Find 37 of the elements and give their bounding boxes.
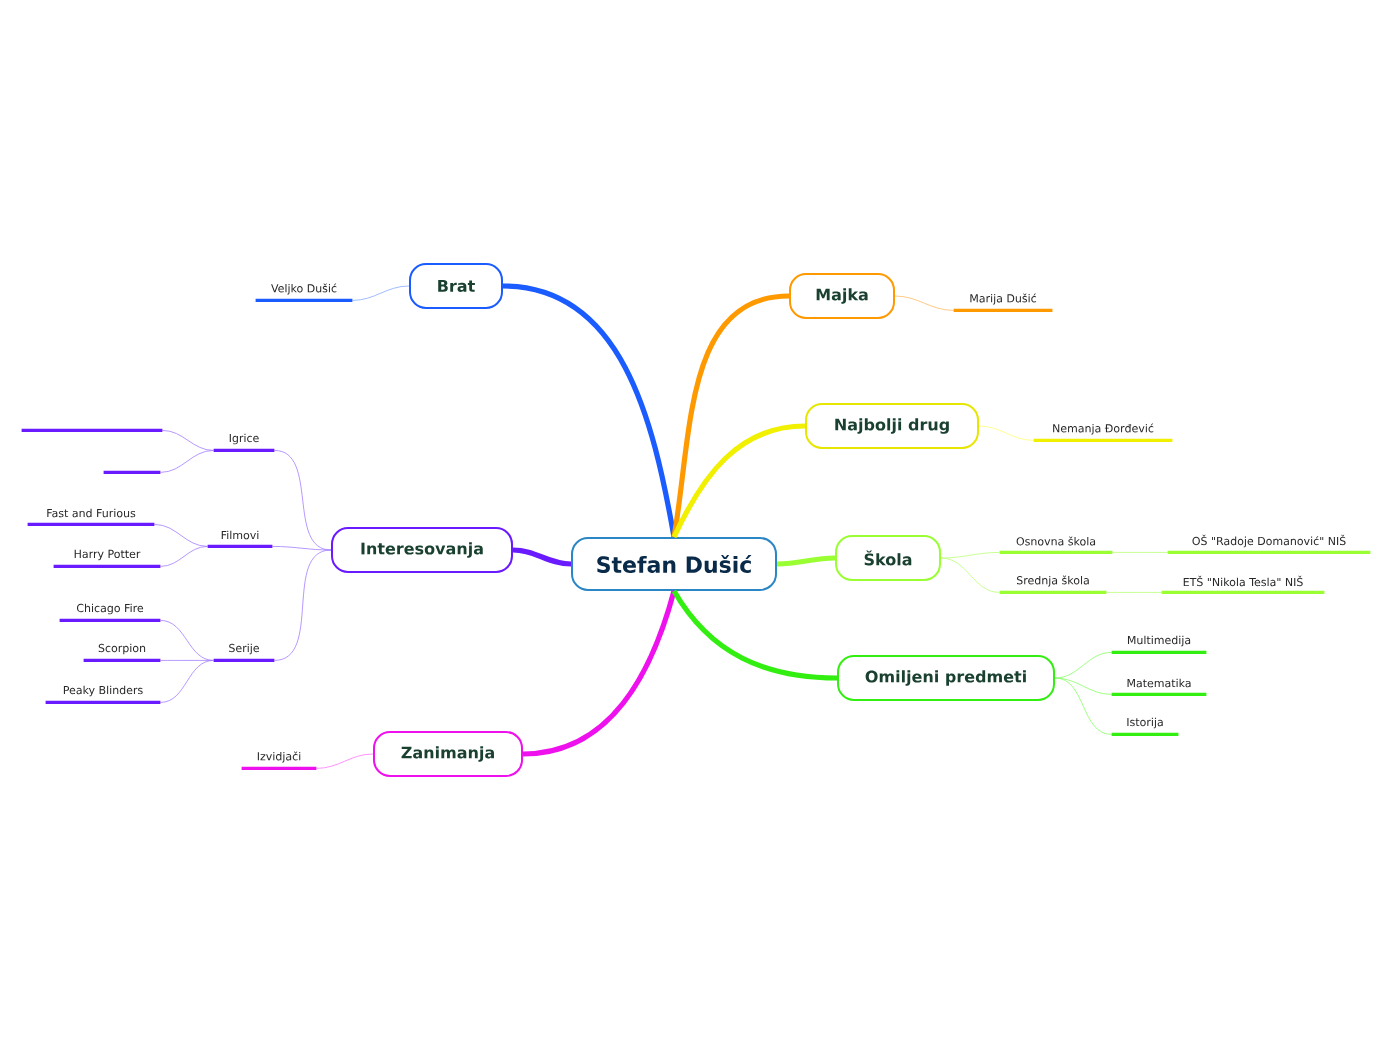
connector <box>502 283 677 538</box>
connector <box>1106 592 1162 593</box>
connector <box>978 425 1034 441</box>
topic-box: Najbolji drug <box>805 403 979 449</box>
connector <box>274 549 332 661</box>
underline-bar <box>21 428 163 432</box>
topic-box: Interesovanja <box>331 527 513 573</box>
connector <box>1054 652 1112 679</box>
topic-box: Omiljeni predmeti <box>837 655 1055 701</box>
connector <box>894 295 954 311</box>
connector <box>776 555 836 567</box>
connector <box>512 547 572 567</box>
connector <box>154 524 208 547</box>
connector <box>1112 552 1168 553</box>
connector <box>671 423 806 539</box>
topic-box: Zanimanja <box>373 731 523 777</box>
connector <box>316 753 374 769</box>
connector <box>272 546 332 551</box>
connector <box>160 660 214 661</box>
topic-box: Brat <box>409 263 503 309</box>
connector <box>1054 677 1112 695</box>
connector <box>160 660 214 703</box>
underline-bar <box>103 470 161 474</box>
connector <box>671 293 790 538</box>
topic-box: Škola <box>835 535 941 581</box>
connector <box>160 546 208 567</box>
connector <box>1054 677 1112 735</box>
connector <box>940 557 1000 593</box>
topic-box: Majka <box>789 273 895 319</box>
connector <box>162 430 214 451</box>
connector <box>522 590 677 757</box>
connector <box>160 450 214 473</box>
connector <box>940 552 1000 559</box>
central-topic-box: Stefan Dušić <box>571 537 777 591</box>
connector <box>671 589 838 681</box>
connector <box>160 620 214 661</box>
connector <box>352 285 410 301</box>
